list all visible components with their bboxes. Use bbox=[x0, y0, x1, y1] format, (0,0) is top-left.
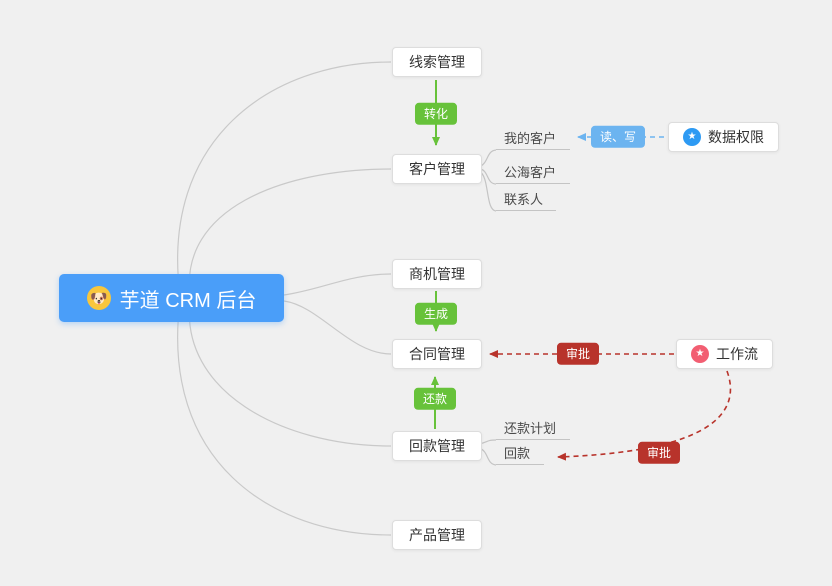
node-customer-management[interactable]: 客户管理 bbox=[392, 154, 482, 184]
dog-logo-icon: 🐶 bbox=[86, 286, 111, 310]
child-contacts[interactable]: 联系人 bbox=[496, 191, 556, 211]
workflow-label: 工作流 bbox=[716, 346, 758, 362]
node-opportunity-management[interactable]: 商机管理 bbox=[392, 259, 482, 289]
edge-label-generate[interactable]: 生成 bbox=[414, 302, 458, 326]
edge-label-approve-contract[interactable]: 审批 bbox=[556, 342, 600, 366]
edge-root-to-product bbox=[177, 300, 392, 536]
node-product-management[interactable]: 产品管理 bbox=[392, 520, 482, 550]
child-my-customers[interactable]: 我的客户 bbox=[496, 130, 570, 150]
edge-root-to-contract bbox=[283, 300, 392, 355]
edge-label-read-write[interactable]: 读、写 bbox=[590, 125, 646, 149]
node-lead-management[interactable]: 线索管理 bbox=[392, 47, 482, 77]
root-node-label: 芋道 CRM 后台 bbox=[119, 289, 257, 312]
edge-root-to-customer bbox=[188, 168, 392, 296]
edge-label-repayment[interactable]: 还款 bbox=[413, 387, 457, 411]
root-node-crm-backend[interactable]: 🐶 芋道 CRM 后台 bbox=[59, 274, 284, 322]
workflow-star-icon: ★ bbox=[691, 345, 709, 363]
node-workflow[interactable]: ★ 工作流 bbox=[676, 339, 773, 369]
child-public-customers[interactable]: 公海客户 bbox=[496, 164, 570, 184]
child-repayment-plan[interactable]: 还款计划 bbox=[496, 420, 570, 440]
node-contract-management[interactable]: 合同管理 bbox=[392, 339, 482, 369]
data-permission-label: 数据权限 bbox=[708, 129, 764, 145]
node-receivable-management[interactable]: 回款管理 bbox=[392, 431, 482, 461]
edge-label-approve-receipt[interactable]: 审批 bbox=[637, 441, 681, 465]
edge-root-to-receivable bbox=[188, 300, 392, 447]
node-data-permission[interactable]: ★ 数据权限 bbox=[668, 122, 779, 152]
edge-root-to-lead bbox=[177, 61, 392, 296]
data-permission-star-icon: ★ bbox=[683, 128, 701, 146]
edge-label-convert[interactable]: 转化 bbox=[414, 102, 458, 126]
child-receipt[interactable]: 回款 bbox=[496, 445, 544, 465]
edge-root-to-opportunity bbox=[283, 273, 392, 296]
